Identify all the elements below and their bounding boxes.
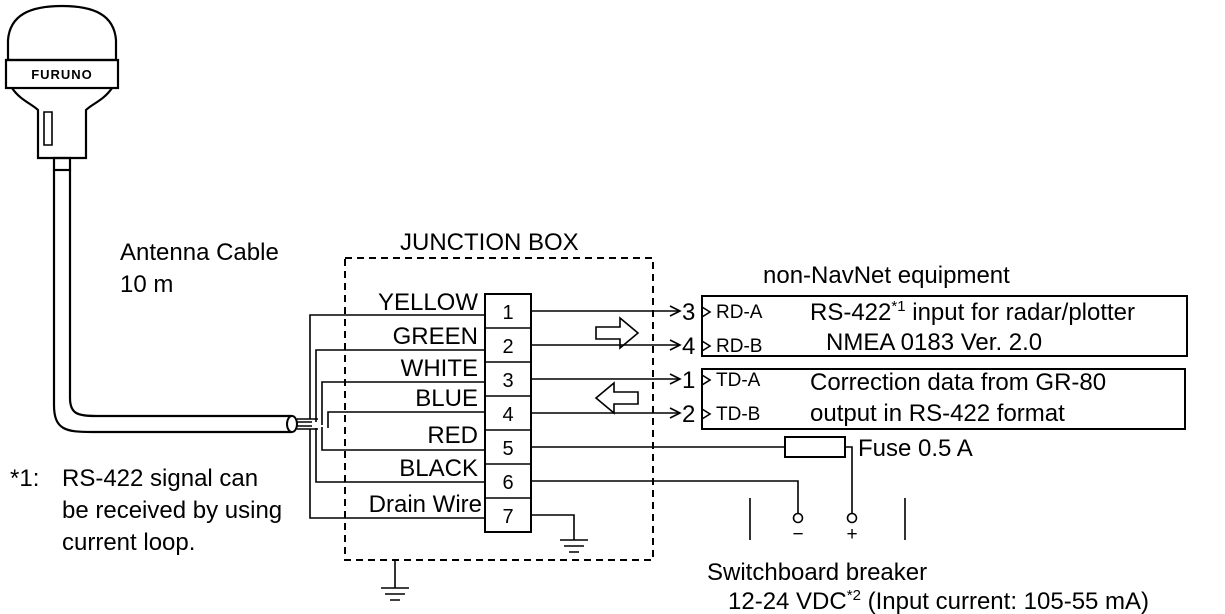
pin-sig-td-a: TD-A <box>716 370 761 391</box>
terminal-5: 5 <box>502 438 513 460</box>
terminal-4: 4 <box>502 404 513 426</box>
arrow-right-icon <box>595 316 640 350</box>
fuse-symbol <box>784 436 846 458</box>
terminal-2: 2 <box>502 336 513 358</box>
note-line2: be received by using <box>62 497 282 524</box>
pin-num-td-a: 1 <box>682 367 695 394</box>
pin-num-rd-a: 3 <box>682 299 695 326</box>
ground-symbol-box <box>531 514 588 553</box>
junction-box-title: JUNCTION BOX <box>400 229 579 256</box>
junction-box-outline <box>344 257 654 561</box>
breaker-label: Switchboard breaker <box>707 559 927 586</box>
cable-label-line1: Antenna Cable <box>120 239 279 266</box>
gps-antenna: FURUNO <box>4 4 120 172</box>
chevron-right-icon <box>701 306 712 318</box>
wire-label-green: GREEN <box>393 323 478 350</box>
cable-wires <box>309 314 485 519</box>
terminal-7: 7 <box>502 506 513 528</box>
wire-label-black: BLACK <box>399 455 478 482</box>
terminal-3: 3 <box>502 370 513 392</box>
plus-terminal-label: + <box>846 524 857 545</box>
fuse-label: Fuse 0.5 A <box>858 435 973 462</box>
chevron-right-icon <box>701 374 712 386</box>
terminal-1: 1 <box>502 302 513 324</box>
pin-num-rd-b: 4 <box>682 333 695 360</box>
pin-sig-rd-a: RD-A <box>716 302 763 323</box>
antenna-brand-logo: FURUNO <box>31 67 93 82</box>
wire-label-blue: BLUE <box>415 385 478 412</box>
minus-terminal-label: − <box>792 524 803 545</box>
equipment-title: non-NavNet equipment <box>763 262 1010 289</box>
pin-sig-td-b: TD-B <box>716 404 760 425</box>
arrow-left-icon <box>594 381 639 415</box>
chevron-right-icon <box>701 408 712 420</box>
input-description-line2: NMEA 0183 Ver. 2.0 <box>826 329 1042 356</box>
cable-label-line2: 10 m <box>120 271 173 298</box>
output-description-line1: Correction data from GR-80 <box>810 369 1106 396</box>
antenna-cable <box>52 170 318 434</box>
chevron-right-icon <box>701 340 712 352</box>
terminal-6: 6 <box>502 472 513 494</box>
note-line3: current loop. <box>62 529 195 556</box>
wire-label-white: WHITE <box>401 355 478 382</box>
signal-lines <box>531 305 682 419</box>
power-lines <box>531 436 906 540</box>
note-line1: RS-422 signal can <box>62 465 258 492</box>
voltage-label: 12-24 VDC*2 (Input current: 105-55 mA) <box>728 587 1149 614</box>
input-description: RS-422*1 input for radar/plotter <box>810 298 1135 326</box>
equipment-input-box <box>701 295 1188 357</box>
wire-label-yellow: YELLOW <box>378 289 478 316</box>
ground-symbol-outer <box>381 560 409 601</box>
wire-label-drain: Drain Wire <box>369 491 482 518</box>
output-description-line2: output in RS-422 format <box>810 400 1065 427</box>
pin-sig-rd-b: RD-B <box>716 336 762 357</box>
note-mark: *1: <box>10 465 39 492</box>
equipment-output-box <box>701 368 1186 430</box>
wire-label-red: RED <box>427 422 478 449</box>
pin-num-td-b: 2 <box>682 401 695 428</box>
